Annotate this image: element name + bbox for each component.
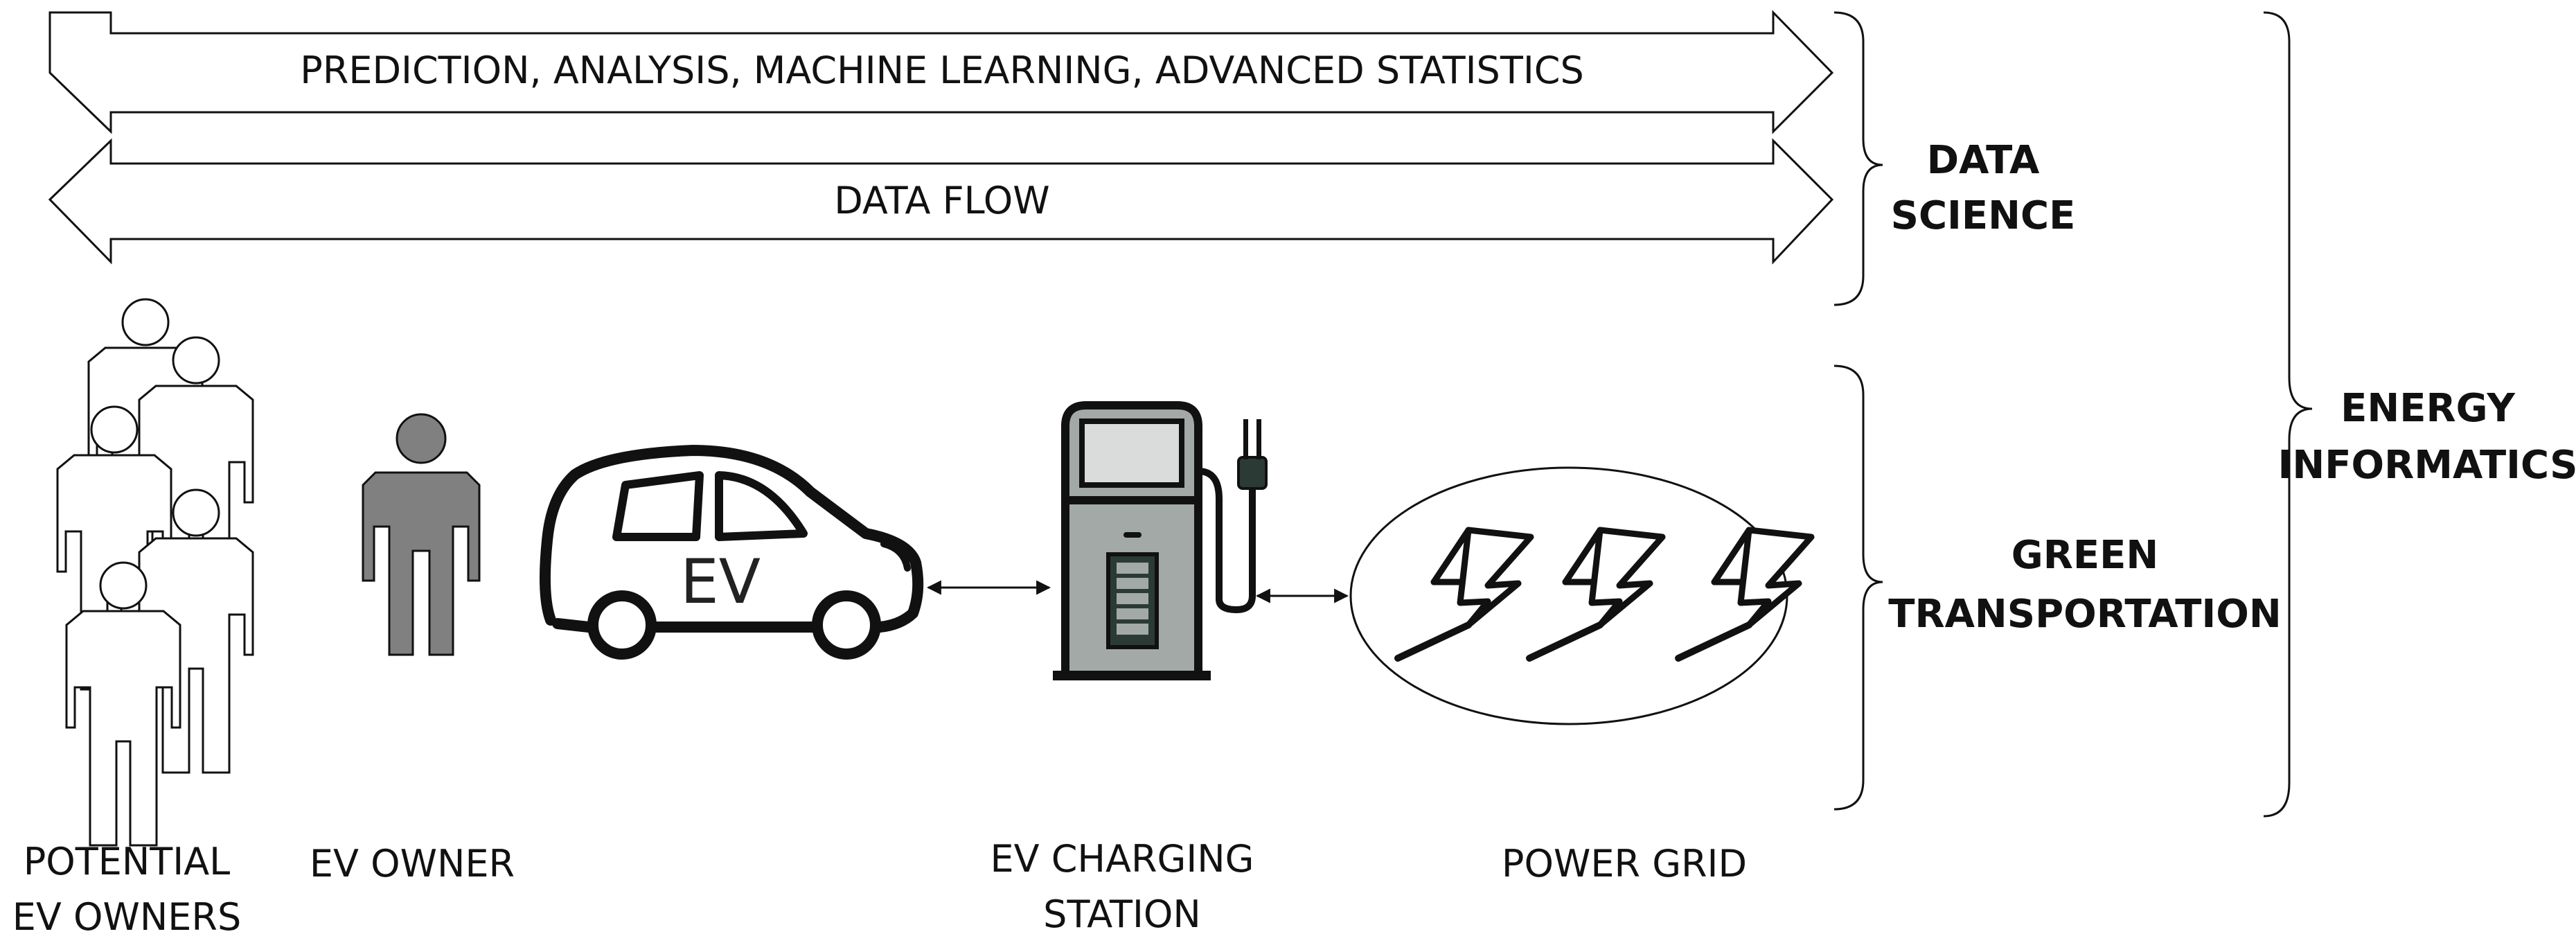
green-transportation-label-line1: GREEN: [2011, 533, 2158, 578]
data-flow-arrow-label: DATA FLOW: [834, 179, 1049, 222]
data-science-label-line1: DATA: [1927, 138, 2040, 183]
ev-owner-icon: [362, 413, 481, 656]
potential-ev-owners-icon: [56, 298, 254, 847]
potential-owners-label-line1: POTENTIAL: [24, 840, 231, 883]
data-science-brace: [1833, 11, 1883, 306]
green-transportation-brace: [1833, 364, 1883, 811]
energy-informatics-label-line1: ENERGY: [2340, 386, 2516, 431]
data-flow-double-arrow: DATA FLOW: [48, 138, 1834, 265]
charging-station-icon: [1053, 401, 1268, 680]
potential-owners-label-line2: EV OWNERS: [12, 895, 241, 939]
charging-station-label-line2: STATION: [1043, 892, 1201, 936]
energy-informatics-brace: [2263, 11, 2313, 818]
lightning-icon: [1394, 527, 1534, 662]
power-grid-icon: [1349, 466, 1811, 725]
energy-informatics-label-line2: INFORMATICS: [2278, 443, 2576, 488]
green-transportation-label-line2: TRANSPORTATION: [1888, 592, 2281, 637]
data-science-label-line2: SCIENCE: [1891, 193, 2076, 238]
electric-car-icon: EV: [539, 445, 924, 660]
analysis-arrow-label: PREDICTION, ANALYSIS, MACHINE LEARNING, …: [300, 49, 1583, 92]
ev-badge-text: EV: [680, 546, 761, 617]
ev-owner-label: EV OWNER: [310, 842, 515, 885]
analysis-double-arrow: PREDICTION, ANALYSIS, MACHINE LEARNING, …: [48, 10, 1834, 134]
charging-station-label-line1: EV CHARGING: [990, 837, 1254, 881]
power-grid-label: POWER GRID: [1502, 842, 1747, 885]
